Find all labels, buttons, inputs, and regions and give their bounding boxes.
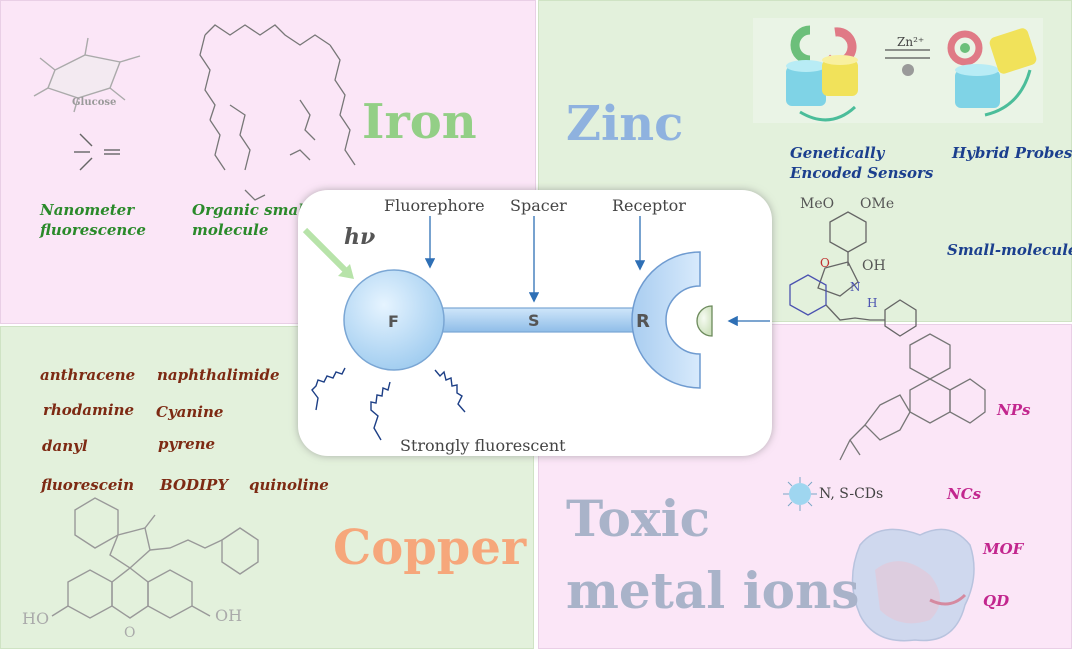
mof-qd-surface-icon bbox=[851, 528, 975, 642]
toxic-label-qd: QD bbox=[983, 592, 1010, 610]
fluorophore-quinoline: quinoline bbox=[249, 476, 329, 494]
fluorophore-cyanine: Cyanine bbox=[156, 403, 224, 421]
glucose-label: Glucose bbox=[72, 97, 117, 108]
struct-ome-label: OMe bbox=[860, 196, 895, 212]
zinc-title: Zinc bbox=[566, 96, 684, 152]
struct-ho-label: HO bbox=[22, 609, 50, 628]
struct-oh-copper-label: OH bbox=[215, 606, 243, 625]
iron-title: Iron bbox=[362, 94, 477, 150]
zn-ion-label: Zn²⁺ bbox=[897, 35, 925, 49]
toxic-label-mof: MOF bbox=[983, 540, 1024, 558]
fluorophore-fluorescein: fluorescein bbox=[41, 476, 134, 494]
struct-h-label: H bbox=[867, 296, 878, 310]
genetically-encoded-sensors-label: Genetically Encoded Sensors bbox=[790, 144, 934, 183]
fluorophore-anthracene: anthracene bbox=[40, 366, 136, 384]
struct-o-copper-label: O bbox=[124, 625, 136, 641]
hybrid-probes-label: Hybrid Probes bbox=[952, 144, 1072, 162]
toxic-title-line2: metal ions bbox=[566, 561, 860, 620]
struct-n-label: N bbox=[850, 280, 861, 294]
hv-label: hν bbox=[344, 224, 376, 250]
spacer-bar bbox=[441, 307, 635, 333]
toxic-label-ncs: NCs bbox=[947, 485, 982, 503]
small-molecule-label: Small-molecule bbox=[947, 241, 1072, 259]
fluorophore-rhodamine: rhodamine bbox=[43, 401, 135, 419]
s-label: S bbox=[528, 311, 540, 330]
struct-oh-label: OH bbox=[862, 258, 886, 274]
light-excitation-arrow-icon bbox=[302, 227, 354, 279]
copper-title: Copper bbox=[333, 520, 527, 576]
fluorophore-label: Fluorephore bbox=[384, 196, 485, 215]
copper-probe-structure-icon bbox=[51, 497, 259, 619]
struct-o-label: O bbox=[820, 256, 830, 270]
fluorophore-circle bbox=[343, 269, 445, 371]
phosphoric-acid-icon bbox=[74, 133, 120, 171]
f-label: F bbox=[388, 312, 399, 331]
r-label: R bbox=[636, 311, 650, 332]
siderophore-structure-icon bbox=[199, 24, 356, 201]
strongly-fluorescent-label: Strongly fluorescent bbox=[400, 436, 566, 455]
emission-waves-icon bbox=[311, 367, 466, 441]
carbon-dot-icon bbox=[783, 477, 817, 511]
toxic-fluorophore-structure-icon bbox=[839, 333, 986, 461]
zinc-small-molecule-icon bbox=[789, 211, 917, 337]
fluorophore-danyl: danyl bbox=[42, 437, 88, 455]
cds-label: N, S-CDs bbox=[819, 486, 884, 502]
spacer-label: Spacer bbox=[510, 196, 567, 215]
fluorophore-bodipy: BODIPY bbox=[160, 476, 229, 494]
fluorophore-pyrene: pyrene bbox=[158, 435, 216, 453]
toxic-label-nps: NPs bbox=[997, 401, 1031, 419]
toxic-title-line1: Toxic bbox=[566, 489, 711, 548]
struct-meo-label: MeO bbox=[800, 196, 835, 212]
analyte-shape bbox=[696, 305, 713, 337]
glucose-structure-icon bbox=[33, 37, 141, 113]
receptor-label: Receptor bbox=[612, 196, 686, 215]
zinc-sensor-illustration bbox=[753, 18, 1043, 123]
nanometer-fluorescence-label: Nanometer fluorescence bbox=[40, 201, 146, 240]
fluorophore-naphthalimide: naphthalimide bbox=[157, 366, 280, 384]
receptor-shape bbox=[631, 251, 701, 389]
